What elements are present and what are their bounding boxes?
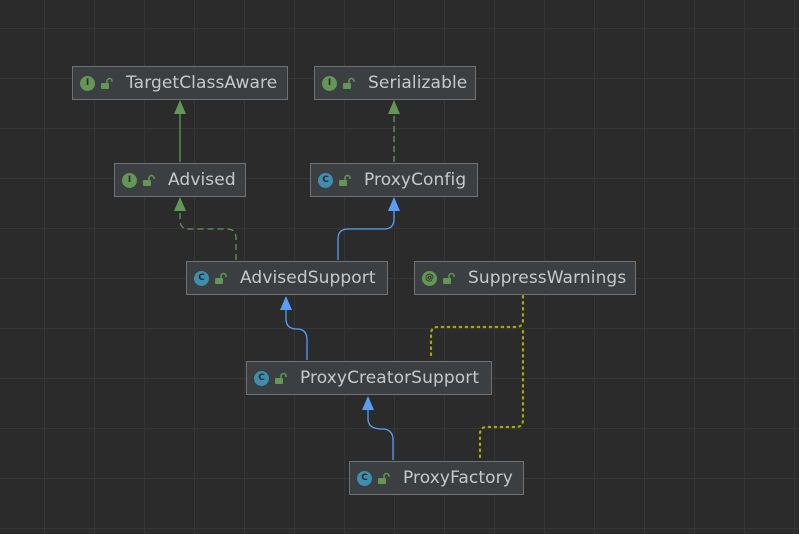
edge-proxy-factory-to-proxy-creator-support (362, 396, 394, 460)
edge-proxy-creator-support-to-advised-support (280, 296, 308, 360)
edge-proxy-config-to-serializable (388, 100, 400, 162)
node-label: TargetClassAware (126, 73, 278, 93)
lock-open-icon (101, 77, 113, 89)
edge-advised-support-to-advised (174, 197, 237, 260)
node-target-class-aware[interactable]: I TargetClassAware (72, 66, 288, 100)
node-suppress-warnings[interactable]: @ SuppressWarnings (414, 261, 636, 295)
node-advised-support[interactable]: C AdvisedSupport (186, 261, 388, 295)
lock-open-icon (339, 174, 351, 186)
node-label: Advised (168, 170, 236, 190)
lock-open-icon (378, 472, 390, 484)
node-label: ProxyCreatorSupport (300, 368, 480, 388)
edge-advised-to-target-class-aware (174, 100, 186, 162)
interface-icon: I (122, 172, 137, 188)
node-proxy-creator-support[interactable]: C ProxyCreatorSupport (246, 361, 492, 395)
edge-advised-support-to-proxy-config (337, 197, 400, 260)
lock-open-icon (215, 272, 227, 284)
interface-icon: I (322, 75, 337, 91)
interface-icon: I (80, 75, 95, 91)
class-icon: C (194, 270, 209, 286)
node-label: ProxyFactory (403, 468, 513, 488)
node-advised[interactable]: I Advised (114, 163, 246, 197)
class-icon: C (357, 470, 372, 486)
node-proxy-factory[interactable]: C ProxyFactory (349, 461, 524, 495)
lock-open-icon (275, 372, 287, 384)
class-icon: C (254, 370, 269, 386)
node-label: SuppressWarnings (468, 268, 627, 288)
lock-open-icon (343, 77, 355, 89)
class-icon: C (318, 172, 333, 188)
lock-open-icon (143, 174, 155, 186)
node-label: AdvisedSupport (240, 268, 376, 288)
node-proxy-config[interactable]: C ProxyConfig (310, 163, 478, 197)
node-serializable[interactable]: I Serializable (314, 66, 476, 100)
annotation-icon: @ (422, 270, 437, 286)
lock-open-icon (443, 272, 455, 284)
node-label: ProxyConfig (364, 170, 467, 190)
node-label: Serializable (368, 73, 468, 93)
